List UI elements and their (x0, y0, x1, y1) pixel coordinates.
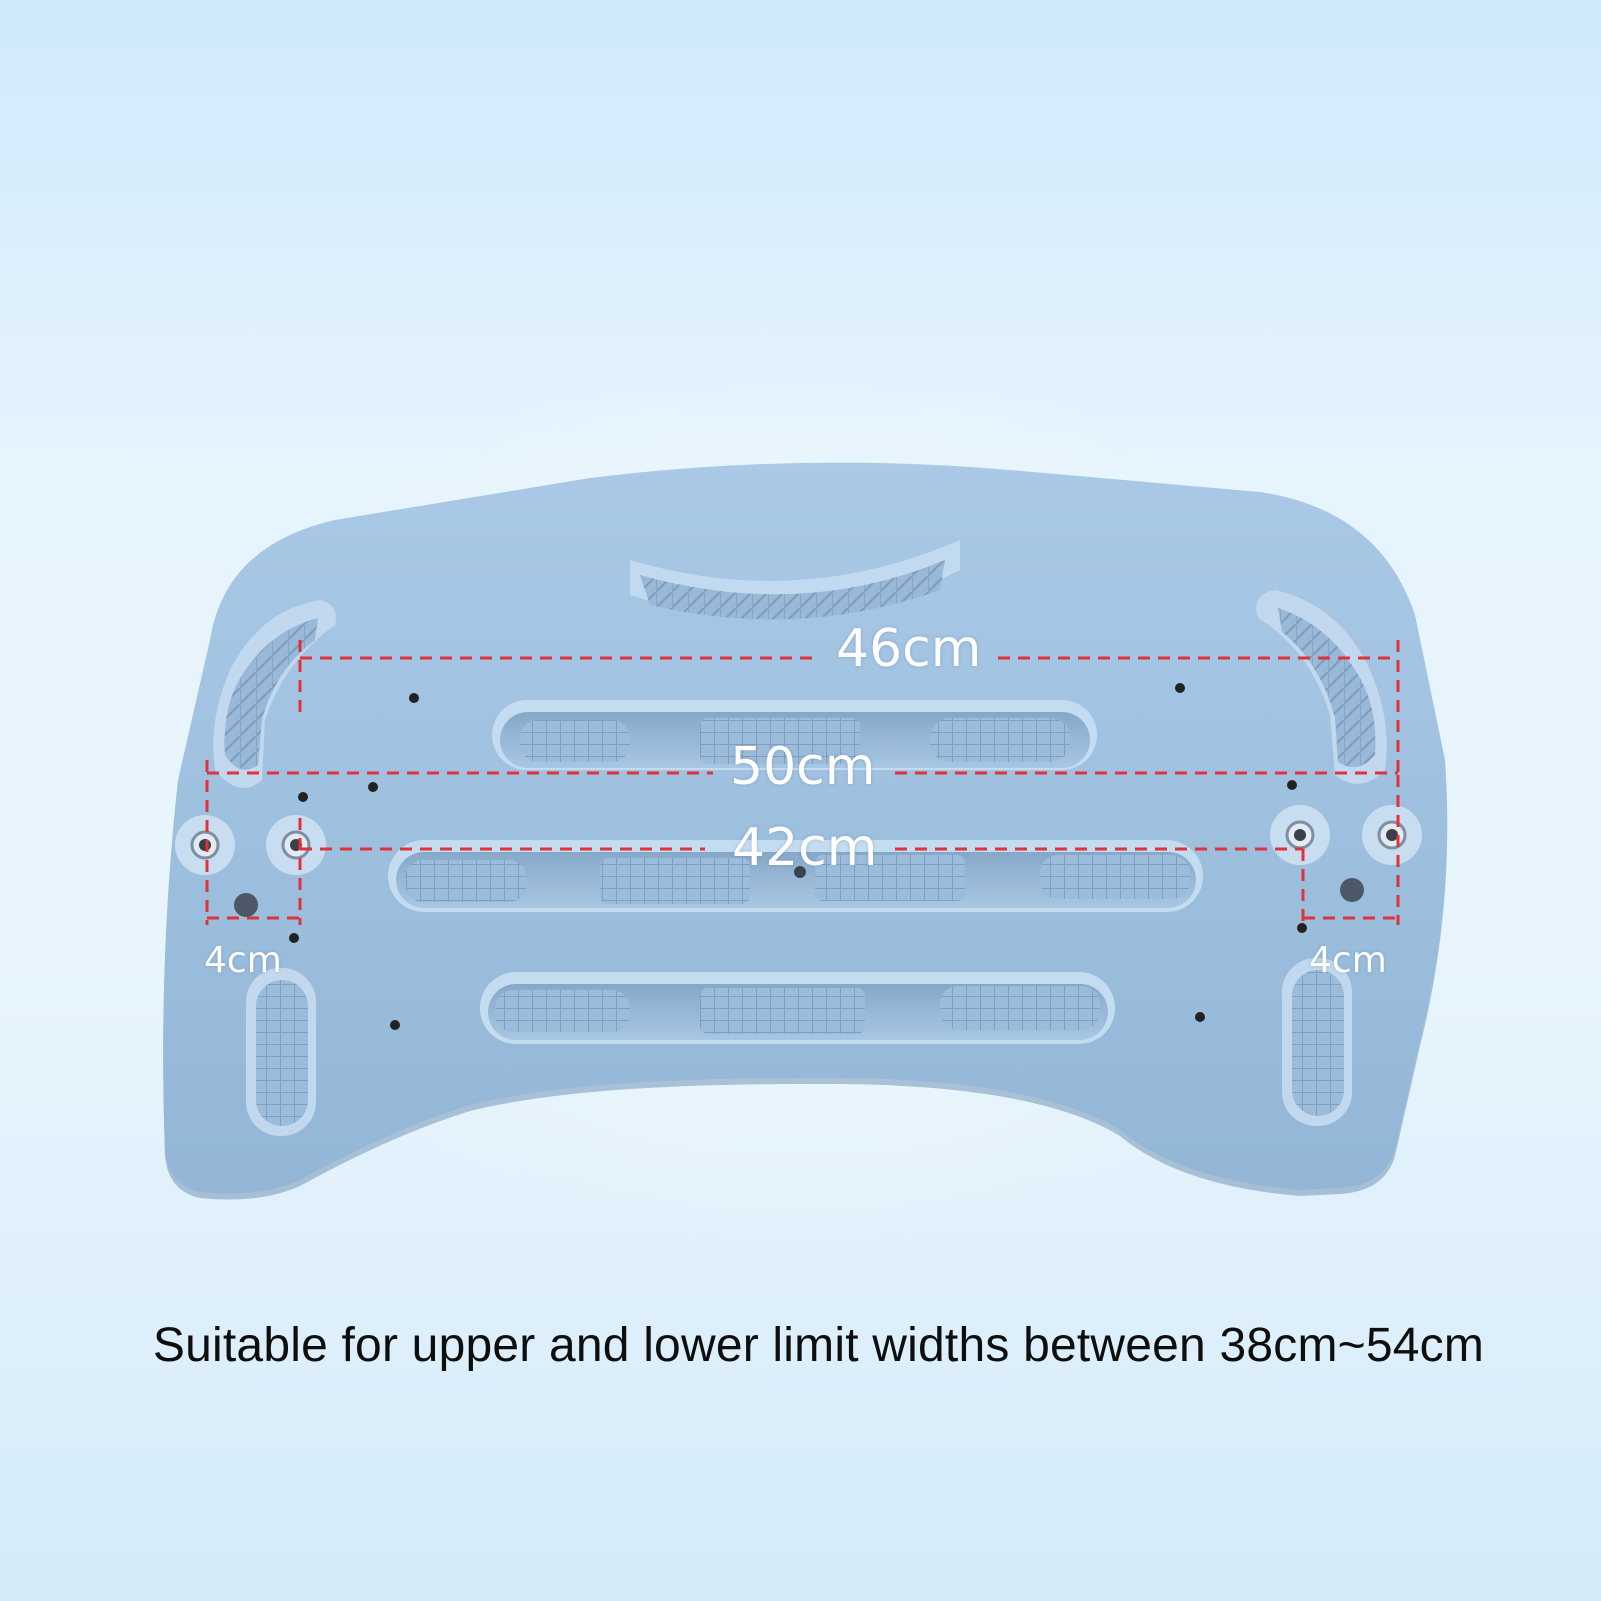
dimension-label-offset-right: 4cm (1309, 940, 1387, 981)
horizontal-slots (388, 700, 1203, 1044)
caption: Suitable for upper and lower limit width… (152, 1319, 1485, 1372)
dimension-label-upper: 46cm (836, 619, 982, 679)
dimension-label-middle: 50cm (730, 737, 876, 797)
top-arc-grip (630, 540, 960, 620)
dimension-label-offset-left: 4cm (204, 940, 282, 981)
side-grips (213, 590, 1387, 1136)
mounting-holes (175, 683, 1422, 1030)
measurement-lines (205, 640, 1400, 925)
dimension-label-lower: 42cm (732, 818, 878, 878)
